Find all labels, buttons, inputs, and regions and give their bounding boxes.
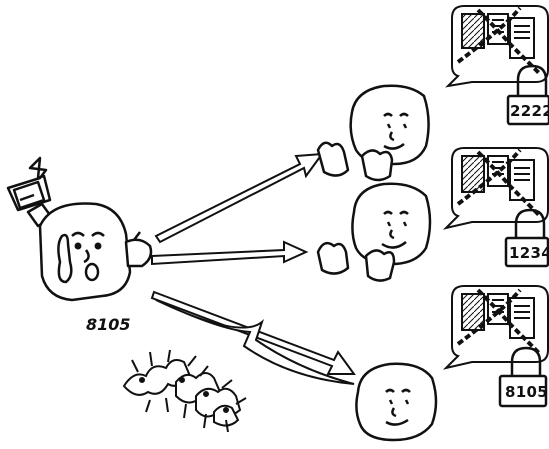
padlock-icon-3 xyxy=(498,346,548,408)
receiver-2-lock-code: 1234 xyxy=(509,244,549,262)
arrow-to-receiver-1 xyxy=(154,152,325,244)
receiver-character-2 xyxy=(316,182,432,282)
document-balloon-2 xyxy=(442,147,549,230)
sender-character xyxy=(6,156,153,302)
document-balloon-3 xyxy=(442,285,549,370)
lightning-bolt-icon xyxy=(155,299,355,385)
padlock-icon-2 xyxy=(504,208,549,268)
receiver-character-1 xyxy=(316,84,430,182)
sender-head xyxy=(38,202,132,302)
receiver-1-lock-code: 2222 xyxy=(510,102,549,120)
eavesdropper-swarm xyxy=(122,349,247,433)
arrow-to-receiver-2 xyxy=(151,240,309,266)
document-balloon-1 xyxy=(445,5,549,88)
chain-icon xyxy=(456,148,542,218)
receiver-3-lock-code: 8105 xyxy=(505,383,548,401)
chain-icon xyxy=(456,288,542,356)
receiver-character-3 xyxy=(355,362,438,442)
sender-code-label: 8105 xyxy=(86,315,131,334)
padlock-icon-1 xyxy=(506,64,549,126)
